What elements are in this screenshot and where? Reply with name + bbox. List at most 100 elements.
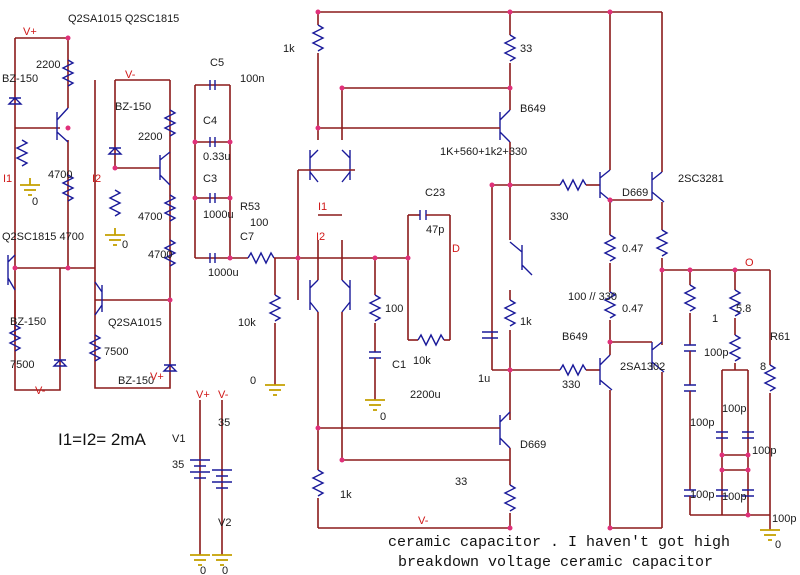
zener-diode-1	[7, 97, 23, 105]
ground-symbol-c	[265, 384, 285, 396]
gnd0a-label: 0	[32, 196, 38, 208]
resistor-7500-a	[8, 324, 22, 352]
c100p-d-label: 100p	[752, 445, 776, 457]
v2-label: V2	[218, 517, 231, 529]
capacitor-c5	[209, 80, 216, 90]
zener-diode-3	[107, 147, 123, 155]
c3-label: C3	[203, 173, 217, 185]
i2-label: I2	[92, 173, 101, 185]
currents-note: I1=I2= 2mA	[58, 430, 147, 449]
r61-label: R61	[770, 331, 790, 343]
resistor-2200-b	[163, 109, 177, 137]
r7500b-label: 7500	[104, 346, 128, 358]
capacitor-100p-a	[684, 344, 696, 352]
note-line-2: breakdown voltage ceramic capacitor	[398, 554, 713, 571]
transistor-b649-bottom	[599, 354, 613, 391]
transistor-b649-top	[499, 109, 511, 143]
vplus-label-b: V+	[150, 371, 164, 383]
in-net-label: D	[452, 243, 460, 255]
r8-label: 8	[760, 361, 766, 373]
r1k-top-label: 1k	[283, 43, 295, 55]
zener2-label: BZ-150	[115, 101, 151, 113]
second-bias-network	[88, 79, 178, 389]
capacitor-c1	[369, 351, 381, 359]
sa1302-label: 2SA1302	[620, 361, 665, 373]
r4700a-label: 4700	[48, 169, 72, 181]
c7-value: 1000u	[208, 267, 239, 279]
b649-top-label: B649	[520, 103, 546, 115]
transistor-2sc3281	[651, 171, 665, 203]
zener-diode-2	[52, 359, 68, 367]
r1k-bot-label: 1k	[340, 489, 352, 501]
ground-symbol-d	[365, 399, 385, 411]
r58-label: 5.8	[736, 303, 751, 315]
c2200u-label: 2200u	[410, 389, 441, 401]
transistor-d669-bottom	[499, 411, 511, 449]
v2-value: 35	[218, 417, 230, 429]
out-net-label: O	[745, 257, 754, 269]
gnd0f-label: 0	[200, 565, 206, 575]
r2200a-label: 2200	[36, 59, 60, 71]
capacitor-c4	[209, 137, 216, 147]
r047b-label: 0.47	[622, 303, 643, 315]
c1u-label: 1u	[478, 373, 490, 385]
r10k-fb-label: 10k	[413, 355, 431, 367]
resistor-left-1	[15, 139, 29, 167]
resistor-330-bottom	[559, 363, 587, 377]
c5-value: 100n	[240, 73, 264, 85]
resistor-2200-a	[61, 59, 75, 87]
transistor-q2sa1015	[94, 281, 103, 316]
d669-top-label: D669	[622, 187, 648, 199]
v1-label: V1	[172, 433, 185, 445]
left-bias-network	[7, 37, 95, 391]
r7500a-label: 7500	[10, 359, 34, 371]
transistor-diff-2	[341, 149, 351, 183]
capacitor-1u	[482, 331, 498, 339]
r330a-label: 330	[550, 211, 568, 223]
c100p-a-label: 100p	[704, 347, 728, 359]
r33-top-label: 33	[520, 43, 532, 55]
resistor-047-bottom	[603, 291, 617, 319]
resistor-r61	[763, 364, 777, 392]
ground-symbol-a	[20, 178, 40, 196]
resistor-4700-b	[163, 194, 177, 222]
resistor-5-8	[728, 289, 742, 317]
vminus-label-c: V-	[218, 389, 229, 401]
transistor-diff-4	[341, 279, 351, 313]
rsum-label: 1K+560+1k2+330	[440, 146, 527, 158]
capacitor-c23	[419, 210, 427, 220]
note-line-1: ceramic capacitor . I haven't got high	[388, 534, 730, 551]
input-differential-pairs	[297, 11, 662, 529]
c7-label: C7	[240, 231, 254, 243]
resistor-33-bottom	[503, 484, 517, 512]
transistor-d669-top	[599, 169, 613, 203]
ground-symbol-e	[760, 529, 780, 541]
feedback-network	[365, 210, 451, 411]
r2200b-label: 2200	[138, 131, 162, 143]
r53-label: R53	[240, 201, 260, 213]
gnd0e-label: 0	[775, 539, 781, 551]
resistor-4700-c	[163, 239, 177, 267]
i2-mid-label: I2	[316, 231, 325, 243]
c23-label: C23	[425, 187, 445, 199]
output-filter-network	[683, 270, 780, 541]
c1-label: C1	[392, 359, 406, 371]
transistor-second-2	[159, 151, 171, 186]
battery-v2	[212, 469, 232, 489]
r1-out-label: 1	[712, 313, 718, 325]
resistor-1k-top	[311, 24, 325, 52]
c4-value: 0.33u	[203, 151, 231, 163]
q-sc1815-label: Q2SC1815 4700	[2, 231, 84, 243]
transistor-2sa1302	[651, 341, 665, 373]
capacitor-c7	[209, 253, 216, 263]
zener4-label: BZ-150	[118, 375, 154, 387]
resistor-100-fb	[368, 294, 382, 322]
c100p-g-label: 100p	[772, 513, 796, 525]
power-supply	[190, 400, 232, 566]
transistor-left-2	[7, 254, 16, 291]
c100p-c-label: 100p	[690, 417, 714, 429]
transistor-diff-1	[309, 149, 319, 183]
resistor-10k-fb	[417, 333, 445, 347]
vminus-label-a: V-	[125, 69, 136, 81]
